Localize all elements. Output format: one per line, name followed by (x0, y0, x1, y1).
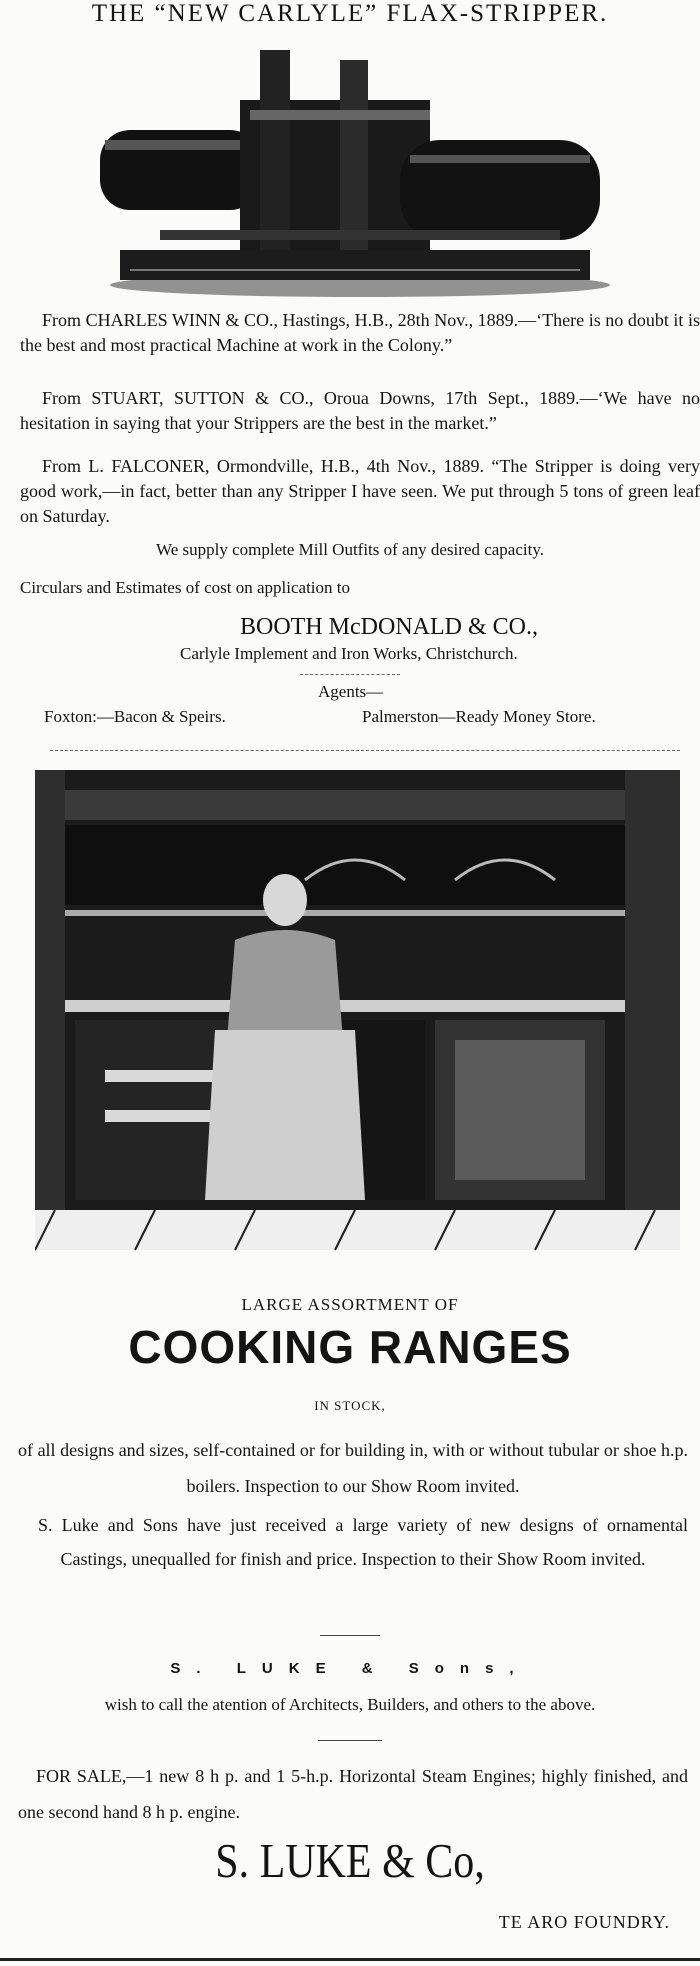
supply-line: We supply complete Mill Outfits of any d… (156, 540, 544, 559)
firm-address: Carlyle Implement and Iron Works, Christ… (180, 644, 518, 663)
section-divider (50, 750, 680, 751)
architects-text: wish to call the atention of Architects,… (104, 1695, 596, 1714)
flax-stripper-illustration (100, 40, 620, 300)
testimonial-stuart: From STUART, SUTTON & CO., Oroua Downs, … (20, 388, 700, 433)
for-sale-rule (318, 1740, 382, 1741)
firm-name: BOOTH McDONALD & CO., (240, 614, 538, 640)
circulars-line: Circulars and Estimates of cost on appli… (20, 578, 351, 597)
designs-text: of all designs and sizes, self-contained… (18, 1440, 688, 1496)
luke-co-name: S. LUKE & Co, (215, 1835, 485, 1889)
testimonial-winn: From CHARLES WINN & CO., Hastings, H.B.,… (20, 310, 700, 355)
luke-sons-name: S. LUKE & Sons, (170, 1660, 530, 1677)
bottom-rule (0, 1958, 700, 1961)
agents-rule (300, 674, 400, 675)
testimonial-falconer: From L. FALCONER, Ormondville, H.B., 4th… (20, 456, 700, 526)
flax-stripper-title: THE “NEW CARLYLE” FLAX-STRIPPER. (91, 0, 609, 27)
cooking-ranges-heading: COOKING RANGES (128, 1321, 572, 1373)
for-sale-text: FOR SALE,—1 new 8 h p. and 1 5-h.p. Hori… (18, 1766, 688, 1822)
sons-rule (320, 1635, 380, 1636)
agent-palmerston: Palmerston—Ready Money Store. (362, 707, 596, 726)
in-stock: IN STOCK, (314, 1398, 386, 1413)
agents-label: Agents— (318, 682, 384, 701)
large-assortment: LARGE ASSORTMENT OF (241, 1295, 459, 1314)
agent-foxton: Foxton:—Bacon & Speirs. (44, 707, 226, 726)
te-aro-foundry: TE ARO FOUNDRY. (498, 1912, 670, 1932)
cooking-range-illustration (34, 770, 680, 1270)
castings-text: S. Luke and Sons have just received a la… (38, 1515, 688, 1569)
